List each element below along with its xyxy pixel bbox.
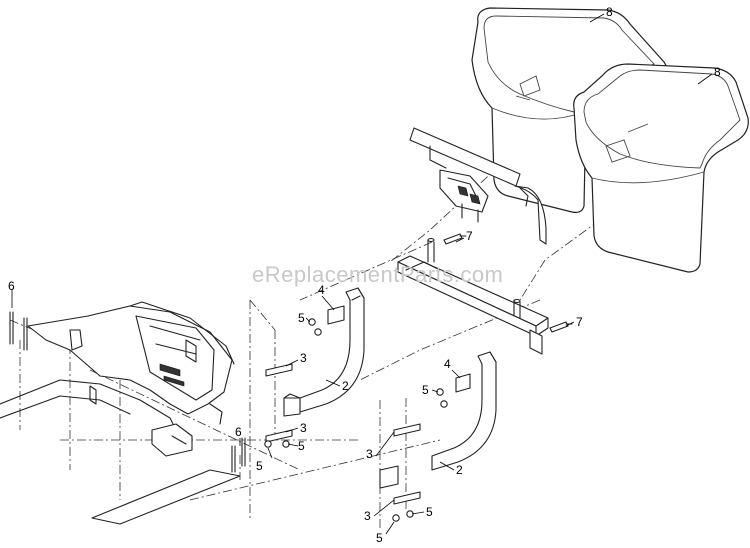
pin-lower xyxy=(549,321,573,333)
callout-nut-right-lower-a: 5 xyxy=(426,505,433,519)
stud-left xyxy=(9,311,28,351)
callout-stud-left: 6 xyxy=(8,279,15,293)
leader-lines xyxy=(11,13,713,535)
callout-bag-1: 8 xyxy=(606,5,613,19)
support-arm-right xyxy=(379,351,497,522)
bag-support-frame xyxy=(409,127,547,245)
grass-bag-right xyxy=(573,63,749,273)
callout-pin-lower: 7 xyxy=(576,315,583,329)
callout-nut-left-upper: 5 xyxy=(298,311,305,325)
callout-nut-right-lower-b: 5 xyxy=(376,531,383,545)
mower-chute-assembly xyxy=(0,301,241,525)
callout-plate-left-lower: 3 xyxy=(300,421,307,435)
callout-nut-left-lower-a: 5 xyxy=(256,459,263,473)
callout-labels: 8 8 7 7 6 6 4 5 3 2 3 5 5 4 5 3 2 3 5 5 xyxy=(8,5,721,545)
callout-plate-right-lower: 3 xyxy=(364,509,371,523)
callout-bracket-right: 4 xyxy=(444,357,451,371)
watermark-text: eReplacementParts.com xyxy=(252,262,503,287)
callout-bag-2: 8 xyxy=(714,65,721,79)
callout-pin-upper: 7 xyxy=(466,229,473,243)
callout-plate-right-upper: 3 xyxy=(366,447,373,461)
callout-nut-left-lower-b: 5 xyxy=(298,439,305,453)
callout-arm-left: 2 xyxy=(342,379,349,393)
callout-nut-right-upper: 5 xyxy=(422,383,429,397)
callout-bracket-left: 4 xyxy=(318,283,325,297)
stud-right xyxy=(231,437,246,473)
cross-member-bar xyxy=(397,237,549,355)
callout-stud-right: 6 xyxy=(235,425,242,439)
support-arm-left xyxy=(264,287,365,448)
pin-upper xyxy=(443,233,467,245)
callout-plate-left-upper: 3 xyxy=(300,351,307,365)
callout-arm-right: 2 xyxy=(456,463,463,477)
